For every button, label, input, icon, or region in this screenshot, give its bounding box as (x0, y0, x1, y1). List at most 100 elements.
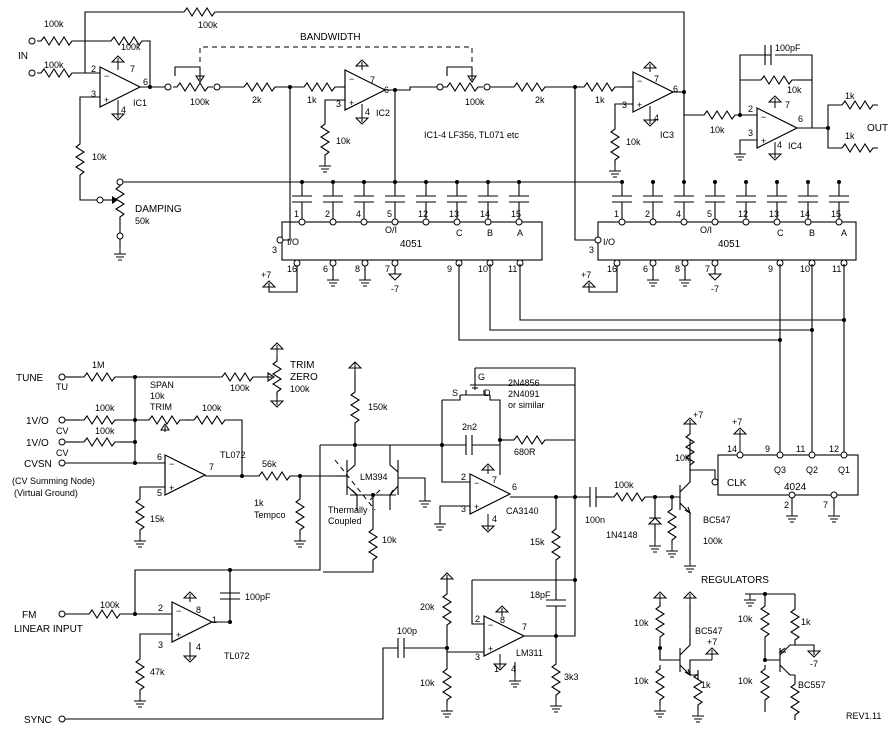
lm311-pin2: 2 (475, 614, 480, 624)
ic4-cap-value: 100pF (775, 43, 801, 53)
mux1-pin-label-p6: 6 (323, 264, 328, 274)
r1M-value: 1M (92, 360, 105, 370)
reg-pos-r1-value: 10k (634, 618, 649, 628)
resistor-2k-a (239, 82, 281, 92)
damping-series-value: 10k (92, 152, 107, 162)
tempco-2: Tempco (254, 510, 286, 520)
output-stage: 100pF 10k − + 2 3 7 6 4 IC4 1k 1k OUT (733, 43, 888, 161)
resistor-ic4-in (699, 110, 741, 120)
jfet-label-1: 2N4856 (508, 378, 540, 388)
bandwidth-pot-1 (172, 82, 214, 92)
1vo-b-value: 100k (95, 426, 115, 436)
lm311-pin4: 4 (511, 664, 516, 674)
mux2-select-num-p11: 11 (832, 264, 841, 274)
mux2-cap-6 (767, 195, 787, 203)
resistor-clk-100k (609, 492, 651, 502)
r47k-value: 47k (150, 667, 165, 677)
counter-4024-body (717, 454, 859, 496)
reg-pos-r3-value: 1k (701, 680, 711, 690)
cv-section: TUNE TU 1M 100k TRIM ZERO 100k SPAN 10k … (12, 342, 335, 548)
in-label: IN (18, 51, 28, 62)
out1-value: 1k (845, 91, 855, 101)
mux2-pin-label-p1: 1 (614, 209, 619, 219)
mux2-oi: O/I (700, 225, 712, 235)
r2k-b-value: 2k (535, 95, 545, 105)
damping-value: 50k (135, 216, 150, 226)
ic4-in-value: 10k (710, 125, 725, 135)
lm311-minus: − (488, 620, 493, 630)
bw-pot2-value: 100k (465, 97, 485, 107)
tl072-a-label: TL072 (220, 450, 246, 460)
reg-pos-r2 (655, 664, 665, 706)
tl072-b-minus: − (176, 606, 181, 616)
mux2-pin-p13 (773, 218, 781, 226)
ic3-pin6: 6 (673, 84, 678, 94)
span-trim-label: TRIM (150, 402, 172, 412)
r150k-value: 150k (368, 402, 388, 412)
c18pF-value: 18pF (530, 590, 551, 600)
in-terminal-1 (28, 37, 36, 45)
resistor-1vo-b (79, 437, 121, 447)
r15k-a-value: 15k (150, 514, 165, 524)
resistor-3k3 (551, 659, 561, 701)
mux2-select-num-p9: 9 (768, 264, 773, 274)
filter-stage-1: 100k 2k 1k − + 3 7 6 4 IC2 10k (164, 59, 444, 241)
reg-neg-r2 (760, 664, 770, 706)
bandwidth-pot-2 (442, 82, 484, 92)
bw-pot1-value: 100k (190, 97, 210, 107)
ca3140-pin3: 3 (461, 504, 466, 514)
r15k-b-value: 15k (530, 537, 545, 547)
mux1-pin-p8 (361, 259, 369, 267)
ic1-plus: + (104, 95, 109, 105)
mux1-pin-p4 (360, 218, 368, 226)
mux1-pin-label-p13: 13 (449, 209, 459, 219)
tl072-b-label: TL072 (224, 651, 250, 661)
mux2-pin-p12 (742, 218, 750, 226)
resistor-1vo-a (79, 415, 121, 425)
reg-neg-r1 (760, 601, 770, 643)
ic1-pin3: 3 (91, 89, 96, 99)
resistor-1k-b (579, 82, 621, 92)
ic1-pin2: 2 (91, 64, 96, 74)
counter-pin9: 9 (765, 444, 770, 454)
mux2-pin-p2 (649, 218, 657, 226)
mux2-plus7: +7 (581, 270, 591, 280)
mux2-pin-label-p2: 2 (645, 209, 650, 219)
tl072-b-plus: + (176, 630, 181, 640)
mux2-cap-8 (829, 195, 849, 203)
resistor-56k (254, 471, 296, 481)
mux1-select-num-p10: 10 (478, 264, 488, 274)
jfet-s: S (452, 388, 458, 398)
mux1-pin3: 3 (272, 245, 277, 255)
mux2-pin-p5 (711, 218, 719, 226)
ic2-label: IC2 (376, 108, 390, 118)
mux2-pin-p6 (649, 259, 657, 267)
thermal-label-2: Coupled (328, 516, 362, 526)
mux2-pin-label-p7: 7 (705, 264, 710, 274)
ic4-pin2: 2 (748, 104, 753, 114)
regulators: REGULATORS 10k 10k +7 1k BC547 10k 10k (634, 575, 826, 723)
tl072-a-plus: + (169, 483, 174, 493)
resistor-fm-100k (84, 609, 126, 619)
mux2-cap-5 (736, 195, 756, 203)
lm394-10k-value: 10k (382, 535, 397, 545)
ic3-pin4: 4 (654, 113, 659, 123)
resistor-in1-value: 100k (44, 19, 64, 29)
tl072-b-pin1: 1 (212, 615, 217, 625)
ic4-label: IC4 (788, 141, 802, 151)
comparator-section: SYNC 100p 20k 10k − + 2 3 8 7 1 4 LM311 (24, 572, 579, 726)
ic-note: IC1-4 LF356, TL071 etc (424, 130, 519, 140)
r20k-value: 20k (420, 602, 435, 612)
tl072-b-pin2: 2 (158, 603, 163, 613)
ic4-pin7: 7 (785, 100, 790, 110)
mux1-pin-p15 (515, 218, 523, 226)
reg-pos-out-label: +7 (707, 637, 717, 647)
resistor-ic4-feedback (756, 75, 798, 85)
lm311-pin3: 3 (475, 652, 480, 662)
resistor-lm394-10k (368, 524, 378, 566)
ic2-pin3: 3 (336, 99, 341, 109)
lm311-label: LM311 (516, 648, 543, 658)
mux2-pin-label-p6: 6 (643, 264, 648, 274)
mux2-pin-label-p12: 12 (738, 209, 748, 219)
ic3-pin7: 7 (654, 74, 659, 84)
